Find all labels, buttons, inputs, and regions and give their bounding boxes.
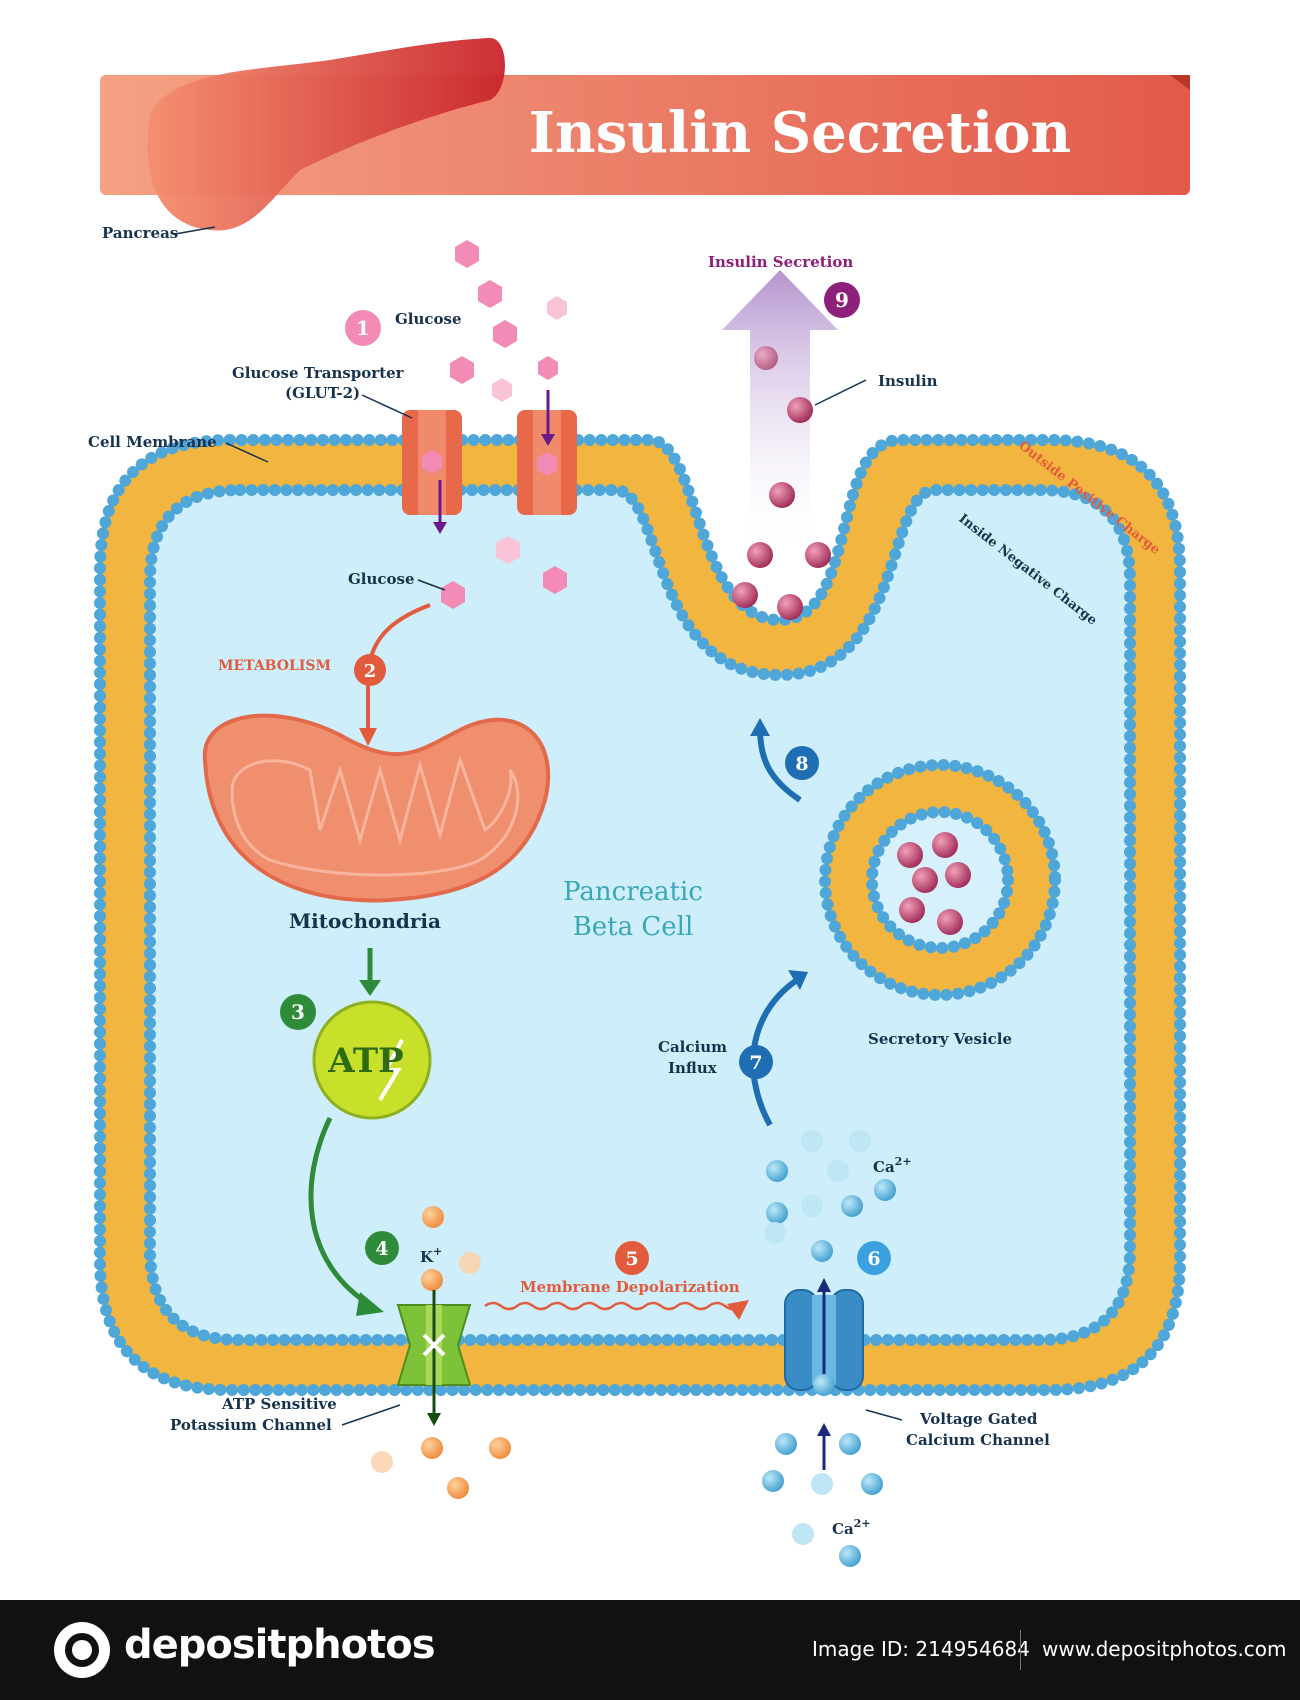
step-7-badge <box>739 1045 773 1079</box>
metabolism-label: METABOLISM <box>218 658 331 674</box>
glucose-transporter-1 <box>402 410 462 515</box>
ca-label-inside: Ca2+ <box>873 1155 912 1176</box>
footer-image-id: Image ID: 214954684 <box>812 1637 1030 1661</box>
step-1-number: 1 <box>356 316 370 340</box>
calcium-influx-line2: Influx <box>668 1059 718 1077</box>
insulin-molecules <box>732 346 831 620</box>
mitochondria <box>202 713 551 903</box>
glut-label-line1: Glucose Transporter <box>232 364 405 382</box>
pancreas-label: Pancreas <box>102 224 178 242</box>
depositphotos-logo-icon <box>54 1622 110 1678</box>
step-3-badge <box>280 994 316 1030</box>
insulin-secretion-diagram: Insulin Secretion Pancreas 1 Glucos <box>88 38 1190 1567</box>
pancreas-illustration <box>147 38 505 231</box>
footer-brand: depositphotos <box>124 1622 436 1668</box>
k-ion-symbol: K <box>420 1248 434 1266</box>
glucose-molecule <box>537 452 557 476</box>
step-6-badge <box>857 1241 891 1275</box>
step-1-badge <box>345 310 381 346</box>
step-6-number: 6 <box>867 1248 880 1270</box>
calcium-influx-line1: Calcium <box>658 1038 727 1056</box>
step-8-number: 8 <box>795 753 808 775</box>
potassium-ions <box>371 1206 511 1499</box>
glut-label-line2: (GLUT-2) <box>285 384 360 402</box>
step-2-badge <box>354 654 386 686</box>
insulin-secretion-arrow <box>722 270 838 560</box>
secretory-vesicle-label: Secretory Vesicle <box>868 1030 1012 1048</box>
step-4-number: 4 <box>375 1238 388 1260</box>
step-2-number: 2 <box>364 661 377 682</box>
calcium-ions-outside <box>762 1433 883 1567</box>
cell-membrane-label: Cell Membrane <box>88 433 217 451</box>
glucose-inside-label: Glucose <box>348 570 415 588</box>
glucose-top-label: Glucose <box>395 310 462 328</box>
ca-symbol-outside: Ca <box>832 1520 854 1538</box>
step-5-badge <box>615 1241 649 1275</box>
voltage-channel-label-line2: Calcium Channel <box>906 1431 1050 1449</box>
ca-symbol: Ca <box>873 1158 895 1176</box>
membrane-depolarization-label: Membrane Depolarization <box>520 1278 740 1296</box>
ca-label-outside: Ca2+ <box>832 1517 871 1538</box>
step-8-badge <box>785 746 819 780</box>
voltage-channel-label-line1: Voltage Gated <box>919 1410 1038 1428</box>
stock-footer: depositphotos Image ID: 214954684 www.de… <box>0 1600 1300 1700</box>
insulin-label: Insulin <box>878 372 938 390</box>
glucose-molecules-inside <box>441 536 567 609</box>
step-7-number: 7 <box>749 1052 762 1074</box>
atp-sensitive-potassium-channel <box>396 1290 472 1426</box>
ca-charge-outside: 2+ <box>854 1517 871 1530</box>
secretory-vesicle <box>819 759 1061 1001</box>
pancreatic-label-line2: Beta Cell <box>573 912 694 942</box>
step-9-badge <box>824 282 860 318</box>
k-ion-label: K+ <box>420 1245 442 1266</box>
insulin-secretion-label: Insulin Secretion <box>708 253 853 271</box>
glucose-transporter-2 <box>517 410 577 515</box>
step-9-number: 9 <box>835 288 849 312</box>
k-ion-charge: + <box>433 1245 442 1258</box>
calcium-ions-inside <box>764 1130 896 1262</box>
step-5-number: 5 <box>625 1248 638 1270</box>
footer-site: www.depositphotos.com <box>1042 1637 1287 1661</box>
step-4-badge <box>365 1231 399 1265</box>
mitochondria-label: Mitochondria <box>289 909 441 933</box>
page-title: Insulin Secretion <box>529 100 1071 166</box>
atp-molecule <box>312 1000 432 1120</box>
atp-channel-label-line1: ATP Sensitive <box>221 1395 337 1413</box>
pancreatic-label-line1: Pancreatic <box>563 877 703 907</box>
footer-separator <box>1020 1630 1021 1670</box>
voltage-gated-calcium-channel <box>784 1278 864 1396</box>
glucose-molecule <box>422 450 442 474</box>
glucose-molecules-outside <box>450 240 567 402</box>
atp-channel-label-line2: Potassium Channel <box>170 1416 332 1434</box>
ca-charge: 2+ <box>895 1155 912 1168</box>
atp-label: ATP <box>327 1041 403 1081</box>
step-3-number: 3 <box>291 1000 305 1024</box>
